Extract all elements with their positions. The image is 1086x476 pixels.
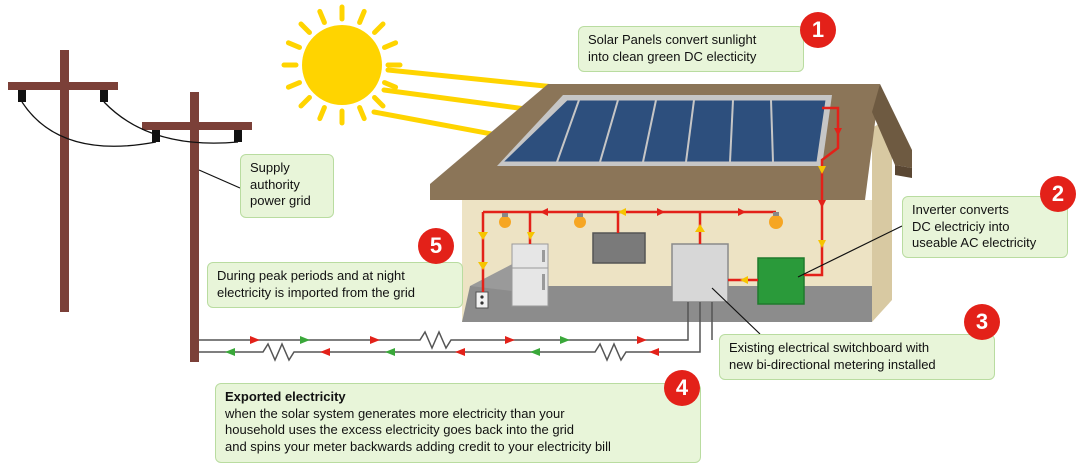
switchboard-icon: [671, 243, 729, 340]
inverter-icon: [757, 257, 805, 305]
light-bulb-icons: [499, 212, 783, 229]
badge-1: 1: [800, 12, 836, 48]
sun-ray: [298, 95, 312, 109]
callout-text: authority: [250, 176, 300, 192]
sun-icon: [281, 4, 403, 126]
callout-text: Existing electrical switchboard with: [729, 340, 930, 355]
callout-switchboard: Existing electrical switchboard with new…: [719, 334, 995, 380]
television-icon: [592, 232, 646, 264]
grid-flow-arrows: [225, 336, 659, 356]
sun-ray: [357, 104, 367, 122]
sun-ray: [357, 8, 367, 26]
callout-heading: Exported electricity: [225, 389, 346, 404]
callout-text: Supply: [250, 160, 290, 175]
sun-ray: [372, 95, 386, 109]
sun-ray: [285, 40, 303, 50]
callout-text: DC electriciy into: [912, 218, 1010, 234]
callout-text: when the solar system generates more ele…: [225, 405, 565, 421]
callout-inverter: Inverter converts DC electriciy into use…: [902, 196, 1068, 258]
sun-ray: [381, 40, 399, 50]
callout-power-grid: Supply authority power grid: [240, 154, 334, 218]
sun-ray: [317, 104, 327, 122]
callout-exported-electricity: Exported electricity when the solar syst…: [215, 383, 701, 463]
badge-3: 3: [964, 304, 1000, 340]
callout-leader-lines: [711, 225, 903, 335]
internal-current-arrows: [478, 166, 826, 284]
callout-text: new bi-directional metering installed: [729, 356, 936, 372]
badge-2: 2: [1040, 176, 1076, 212]
sun-ray: [285, 80, 303, 90]
callout-text: Solar Panels convert sunlight: [588, 32, 757, 47]
sun-ray: [317, 8, 327, 26]
sun-ray: [372, 21, 386, 35]
callout-text: useable AC electricity: [912, 235, 1037, 250]
callout-text: household uses the excess electricity go…: [225, 422, 575, 437]
fridge-icon: [511, 243, 549, 307]
power-grid-poles-icon: [8, 50, 252, 362]
grid-connection-lines: [199, 330, 701, 362]
callout-solar-panels: Solar Panels convert sunlight into clean…: [578, 26, 804, 72]
callout-text: electricity is imported from the grid: [217, 284, 415, 300]
badge-5: 5: [418, 228, 454, 264]
badge-4: 4: [664, 370, 700, 406]
sun-ray: [381, 80, 399, 90]
callout-imported-electricity: During peak periods and at night electri…: [207, 262, 463, 308]
wiring-arrows: [540, 128, 842, 216]
house-illustration: [430, 84, 912, 322]
callout-text: Inverter converts: [912, 202, 1009, 217]
callout-text: During peak periods and at night: [217, 268, 405, 283]
callout-text: into clean green DC electicity: [588, 48, 757, 64]
callout-text: power grid: [250, 193, 311, 208]
sun-ray: [298, 21, 312, 35]
power-outlet-icon: [475, 291, 489, 309]
callout-text: and spins your meter backwards adding cr…: [225, 438, 611, 454]
